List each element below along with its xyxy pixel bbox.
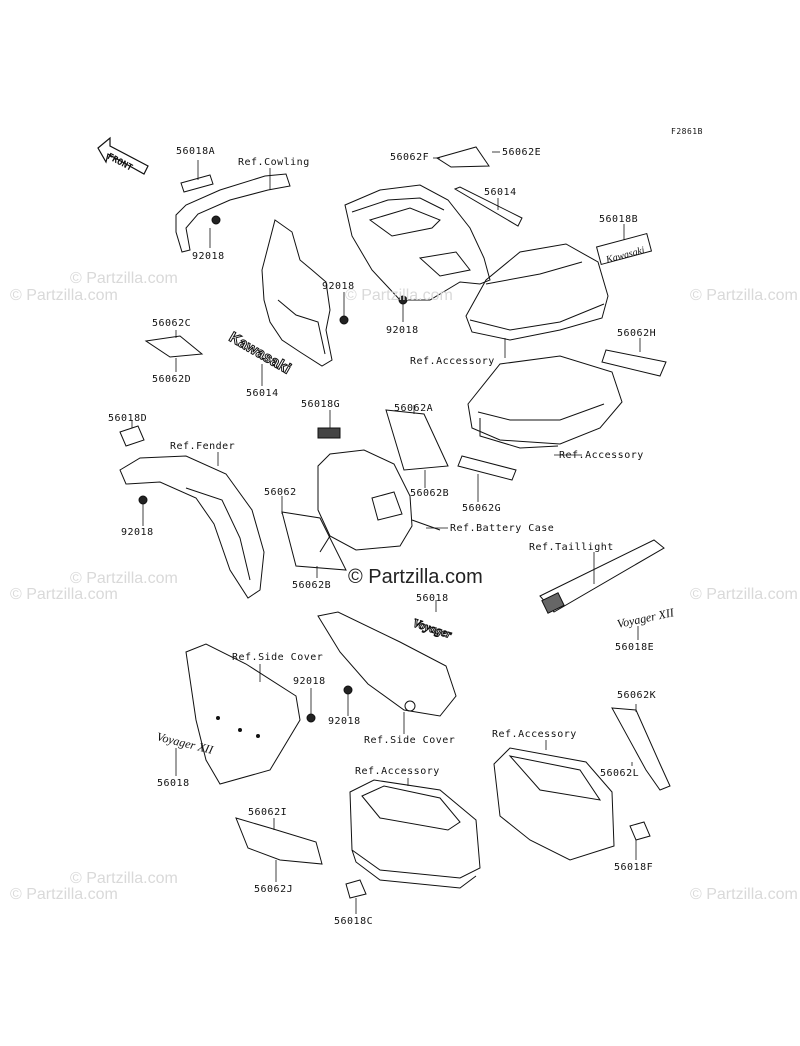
- label-92018-f: 92018: [328, 716, 361, 727]
- fairing-main: [345, 185, 490, 300]
- label-56062l: 56062L: [600, 768, 640, 779]
- strip-56062g: [458, 456, 516, 480]
- label-56062b-a: 56062B: [410, 488, 450, 499]
- watermark: © Partzilla.com: [345, 287, 453, 304]
- emblem-56018a: [181, 175, 213, 192]
- side-cover-left: [186, 644, 300, 784]
- watermark: © Partzilla.com: [70, 270, 178, 287]
- label-92018-a: 92018: [192, 251, 225, 262]
- watermark: © Partzilla.com: [10, 287, 118, 304]
- decal-56062a: [386, 410, 448, 470]
- label-56018e: 56018E: [615, 642, 655, 653]
- label-56018b: 56018B: [599, 214, 639, 225]
- label-56018a: 56018A: [176, 146, 216, 157]
- label-56062h: 56062H: [617, 328, 657, 339]
- emblem-56018c: [346, 880, 366, 898]
- label-ref-accessory-3: Ref.Accessory: [492, 729, 577, 740]
- emblem-56018e: Voyager XII: [616, 605, 676, 631]
- label-56018: 56018: [416, 593, 449, 604]
- label-56062b-b: 56062B: [292, 580, 332, 591]
- strip-56062h: [602, 350, 666, 376]
- watermark: © Partzilla.com: [70, 570, 178, 587]
- label-56018f: 56018F: [614, 862, 654, 873]
- label-ref-cowling: Ref.Cowling: [238, 157, 310, 168]
- label-ref-accessory-1: Ref.Accessory: [410, 356, 495, 367]
- label-ref-battery-case: Ref.Battery Case: [450, 523, 555, 534]
- emblem-56018g: [318, 428, 340, 438]
- watermark: © Partzilla.com: [690, 886, 798, 903]
- label-ref-side-cover-1: Ref.Side Cover: [232, 652, 324, 663]
- decal-56062: [282, 512, 346, 570]
- label-56062d: 56062D: [152, 374, 192, 385]
- watermark: © Partzilla.com: [690, 287, 798, 304]
- label-ref-side-cover-2: Ref.Side Cover: [364, 735, 456, 746]
- label-92018-b: 92018: [322, 281, 355, 292]
- label-92018-c: 92018: [386, 325, 419, 336]
- label-ref-fender: Ref.Fender: [170, 441, 236, 452]
- decal-56062c: [146, 336, 202, 357]
- label-56014-top: 56014: [484, 187, 517, 198]
- saddlebag-left: [350, 780, 480, 878]
- emblem-56018: Voyager: [411, 616, 454, 642]
- label-ref-taillight: Ref.Taillight: [529, 542, 614, 553]
- emblem-56018b: [597, 234, 652, 265]
- saddlebag-right: [494, 748, 614, 860]
- cowling-upper: [176, 174, 290, 252]
- label-56062j: 56062J: [254, 884, 294, 895]
- emblem-56018-left: Voyager XII: [155, 729, 215, 757]
- leader-lines: [132, 152, 640, 914]
- trunk-base: [468, 356, 622, 444]
- label-56062g: 56062G: [462, 503, 502, 514]
- label-56014-mid: 56014: [246, 388, 279, 399]
- label-ref-accessory-2: Ref.Accessory: [559, 450, 644, 461]
- label-56018c: 56018C: [334, 916, 374, 927]
- label-56062a: 56062A: [394, 403, 434, 414]
- watermark: © Partzilla.com: [70, 870, 178, 887]
- emblem-56018d: [120, 426, 144, 446]
- label-56018g: 56018G: [301, 399, 341, 410]
- label-56062i: 56062I: [248, 807, 288, 818]
- washer-92018-d: [139, 496, 147, 504]
- decal-56014-top: [455, 187, 522, 226]
- decal-56062i: [236, 818, 322, 864]
- emblem-56018f: [630, 822, 650, 840]
- watermark: © Partzilla.com: [690, 586, 798, 603]
- label-56062f: 56062F: [390, 152, 430, 163]
- rear-fender: [120, 456, 264, 598]
- watermark-main: © Partzilla.com: [348, 566, 483, 588]
- battery-case: [318, 450, 412, 550]
- label-56062k: 56062K: [617, 690, 657, 701]
- label-ref-accessory-4: Ref.Accessory: [355, 766, 440, 777]
- label-56018d: 56018D: [108, 413, 148, 424]
- label-56018-left: 56018: [157, 778, 190, 789]
- washer-92018-f: [344, 686, 352, 694]
- svg-text:Kawasaki: Kawasaki: [604, 245, 646, 266]
- washer-92018-b: [340, 316, 348, 324]
- washer-92018-e: [307, 714, 315, 722]
- label-92018-d: 92018: [121, 527, 154, 538]
- cowling-inner: [262, 220, 332, 366]
- decal-56062e: [437, 147, 489, 167]
- watermark: © Partzilla.com: [10, 586, 118, 603]
- trunk-lid: [466, 244, 608, 340]
- kawasaki-decal-56014: Kawasaki: [226, 329, 294, 378]
- label-92018-e: 92018: [293, 676, 326, 687]
- label-56062: 56062: [264, 487, 297, 498]
- label-56062e: 56062E: [502, 147, 542, 158]
- side-cover-right: [318, 612, 456, 716]
- watermark: © Partzilla.com: [10, 886, 118, 903]
- label-56062c: 56062C: [152, 318, 192, 329]
- figure-code: F2861B: [671, 127, 703, 136]
- front-direction-arrow: FRONT: [96, 136, 152, 182]
- washer-92018-a: [212, 216, 220, 224]
